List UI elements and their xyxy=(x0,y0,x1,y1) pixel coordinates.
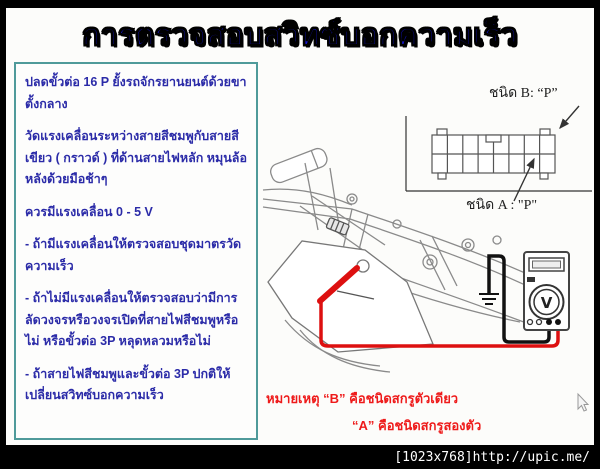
watermark-bar: [1023x768]http://upic.me/ xyxy=(0,445,600,469)
type-b-label: ชนิด B: “P” xyxy=(489,86,558,101)
instruction-paragraph: - ถ้าไม่มีแรงเคลื่อนให้ตรวจสอบว่ามีการลั… xyxy=(25,291,239,348)
instruction-panel: ปลดขั้วต่อ 16 P ยั้งรถจักรยานยนต์ด้วยขาต… xyxy=(14,62,258,440)
note-line-1: หมายเหตุ “B” คือชนิดสกรูตัวเดียว xyxy=(266,391,459,406)
instruction-paragraph: - ถ้าสายไฟสีชมพูและขั้วต่อ 3P ปกติให้เปล… xyxy=(25,366,231,403)
instruction-paragraph: - ถ้ามีแรงเคลื่อนให้ตรวจสอบชุดมาตรวัดควา… xyxy=(25,237,242,273)
page-title: การตรวจสอบสวิทซ์บอกความเร็ว xyxy=(82,19,518,53)
instruction-paragraph: ปลดขั้วต่อ 16 P ยั้งรถจักรยานยนต์ด้วยขาต… xyxy=(25,75,247,111)
instruction-paragraph: ควรมีแรงเคลื่อน 0 - 5 V xyxy=(25,204,153,219)
instruction-paragraph: วัดแรงเคลื่อนระหว่างสายสีชมพูกับสายสีเขี… xyxy=(25,129,247,186)
type-a-label: ชนิด A : "P" xyxy=(466,198,538,213)
watermark-text: [1023x768]http://upic.me/ xyxy=(394,449,590,465)
note-line-2: “A” คือชนิดสกรูสองตัว xyxy=(352,418,482,433)
